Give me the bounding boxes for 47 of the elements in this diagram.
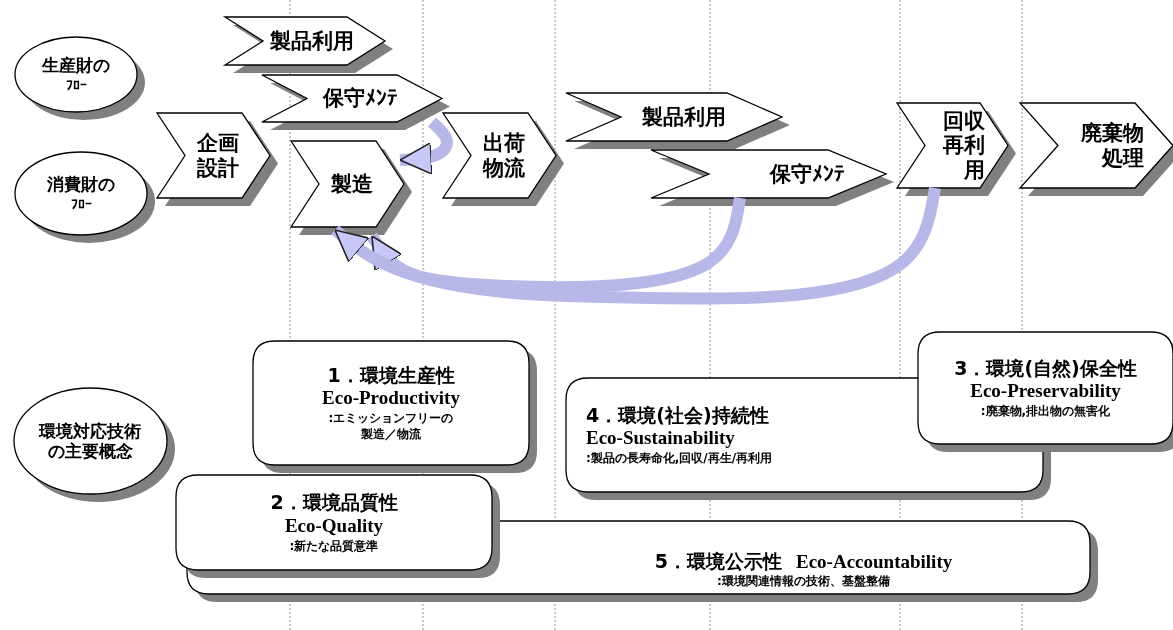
sub-label: ﾌﾛｰ [65, 75, 87, 94]
chevron-step [291, 141, 412, 235]
chevron-step [225, 17, 393, 73]
node-label: 製品利用 [642, 104, 726, 130]
english-term: Eco-Sustainability [586, 427, 735, 451]
node-label: 環境対応技術の主要概念 [37, 420, 143, 462]
concept-heading: 4．環境(社会)持続性 [586, 403, 769, 428]
english-term: Eco-Quality [284, 514, 384, 538]
curved-arrow [399, 117, 453, 175]
description-text: :製品の長寿命化,回収/再生/再利用 [586, 450, 773, 467]
node-label: 廃棄物処理 [1081, 121, 1145, 170]
description-text: :エミッションフリーの製造／物流 [328, 410, 454, 443]
chevron-step [897, 103, 1016, 196]
oval-node [15, 152, 155, 243]
concept-heading: 3．環境(自然)保全性 [954, 356, 1137, 381]
concept-heading: 1．環境生産性 [326, 363, 456, 388]
node-label: 保守ﾒﾝﾃ [770, 161, 846, 187]
description-text: :廃棄物,排出物の無害化 [980, 403, 1111, 420]
rounded-box [253, 341, 537, 473]
oval-node [15, 37, 145, 120]
chevron-step [443, 113, 564, 206]
curved-arrow [366, 197, 746, 294]
chevron-step [651, 150, 894, 206]
chevron-step [262, 75, 450, 130]
node-label: 製品利用 [269, 28, 354, 54]
concept-heading: 5．環境公示性 [654, 549, 782, 574]
node-label: 製造 [331, 171, 374, 197]
description-text: :環境関連情報の技術、基盤整備 [717, 573, 890, 590]
node-label: 保守ﾒﾝﾃ [322, 86, 398, 111]
description-text: :新たな品質意準 [289, 537, 379, 554]
rounded-box [176, 475, 500, 578]
node-label: 企画設計 [197, 131, 240, 180]
sub-label: ﾌﾛｰ [70, 194, 92, 213]
node-label: 生産財の [42, 55, 110, 76]
node-label: 出荷物流 [483, 131, 526, 180]
english-term: Eco-Productivity [321, 387, 461, 411]
rounded-box [918, 332, 1173, 452]
chevron-step [566, 93, 790, 149]
node-label: 回収再利用 [942, 109, 986, 182]
chevron-step [1020, 103, 1173, 196]
chevron-step [157, 113, 278, 206]
english-term: Eco-Accountability [796, 550, 953, 574]
oval-node [14, 388, 175, 502]
curved-arrow [331, 186, 941, 305]
node-label: 消費財の [47, 174, 115, 195]
english-term: Eco-Preservability [970, 380, 1121, 404]
concept-heading: 2．環境品質性 [270, 491, 398, 515]
